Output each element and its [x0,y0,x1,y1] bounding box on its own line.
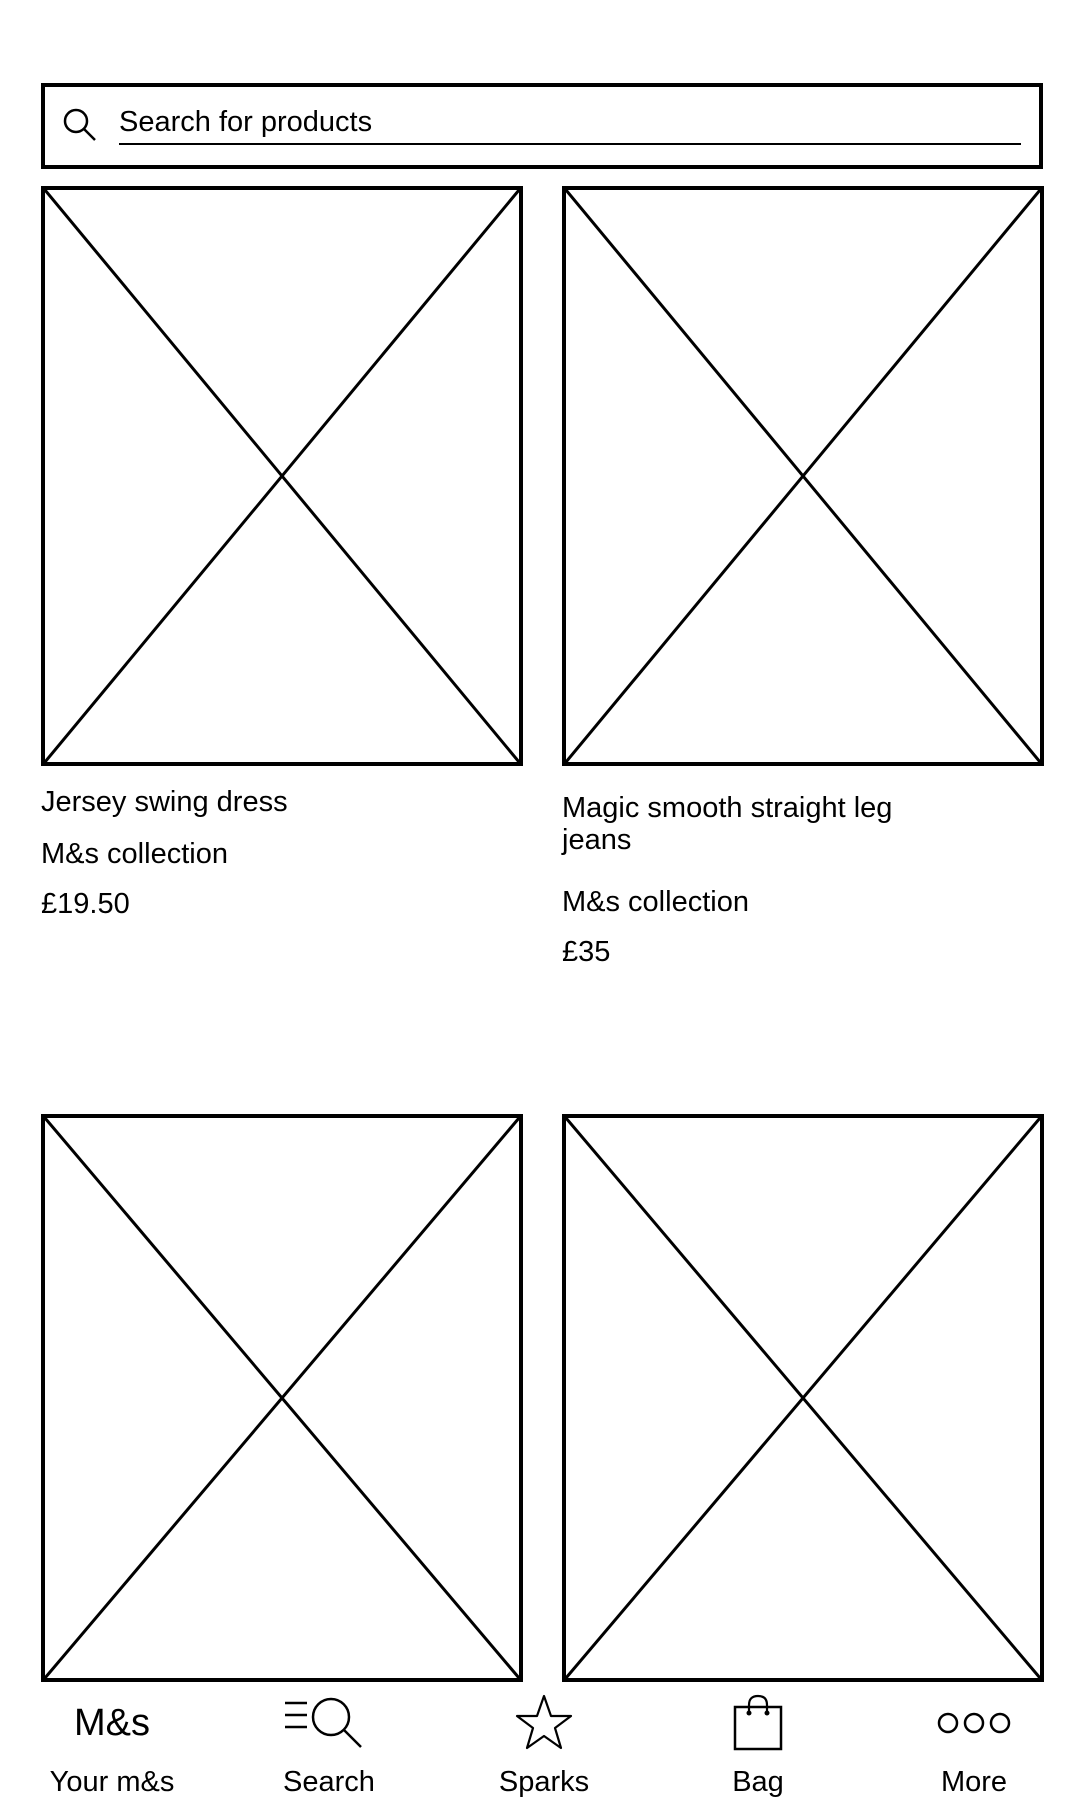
product-card[interactable] [41,1114,523,1682]
bottom-navigation: M&s Your m&s Search Sparks [0,1690,1080,1800]
product-price: £19.50 [41,888,130,920]
product-card[interactable]: Magic smooth straight leg jeans M&s coll… [562,186,1044,968]
search-bar[interactable] [41,83,1043,169]
nav-item-sparks[interactable]: Sparks [444,1690,644,1800]
search-input[interactable] [119,101,1021,145]
product-card[interactable]: Jersey swing dress M&s collection £19.50 [41,186,523,920]
product-brand: M&s collection [41,838,228,870]
product-image-placeholder[interactable] [562,186,1044,766]
product-brand: M&s collection [562,886,749,918]
nav-item-more[interactable]: More [874,1690,1074,1800]
nav-label: Sparks [498,1766,590,1798]
product-image-placeholder[interactable] [562,1114,1044,1682]
nav-label: More [940,1766,1008,1798]
nav-item-your-ms[interactable]: M&s Your m&s [12,1690,212,1800]
search-icon [61,107,101,152]
product-name[interactable]: Jersey swing dress [41,786,288,818]
nav-label: Search [283,1766,375,1798]
more-dots-icon [937,1712,1011,1734]
shopping-bag-icon [733,1694,783,1751]
menu-search-icon [285,1697,362,1748]
nav-item-search[interactable]: Search [229,1690,429,1800]
nav-label: Your m&s [49,1766,175,1798]
nav-label: Bag [732,1766,784,1798]
product-card[interactable] [562,1114,1044,1682]
nav-item-bag[interactable]: Bag [658,1690,858,1800]
star-icon [515,1694,573,1750]
product-price: £35 [562,936,611,968]
product-image-placeholder[interactable] [41,1114,523,1682]
product-image-placeholder[interactable] [41,186,523,766]
brand-logo: M&s [74,1701,150,1744]
product-name[interactable]: Magic smooth straight leg jeans [562,792,893,856]
